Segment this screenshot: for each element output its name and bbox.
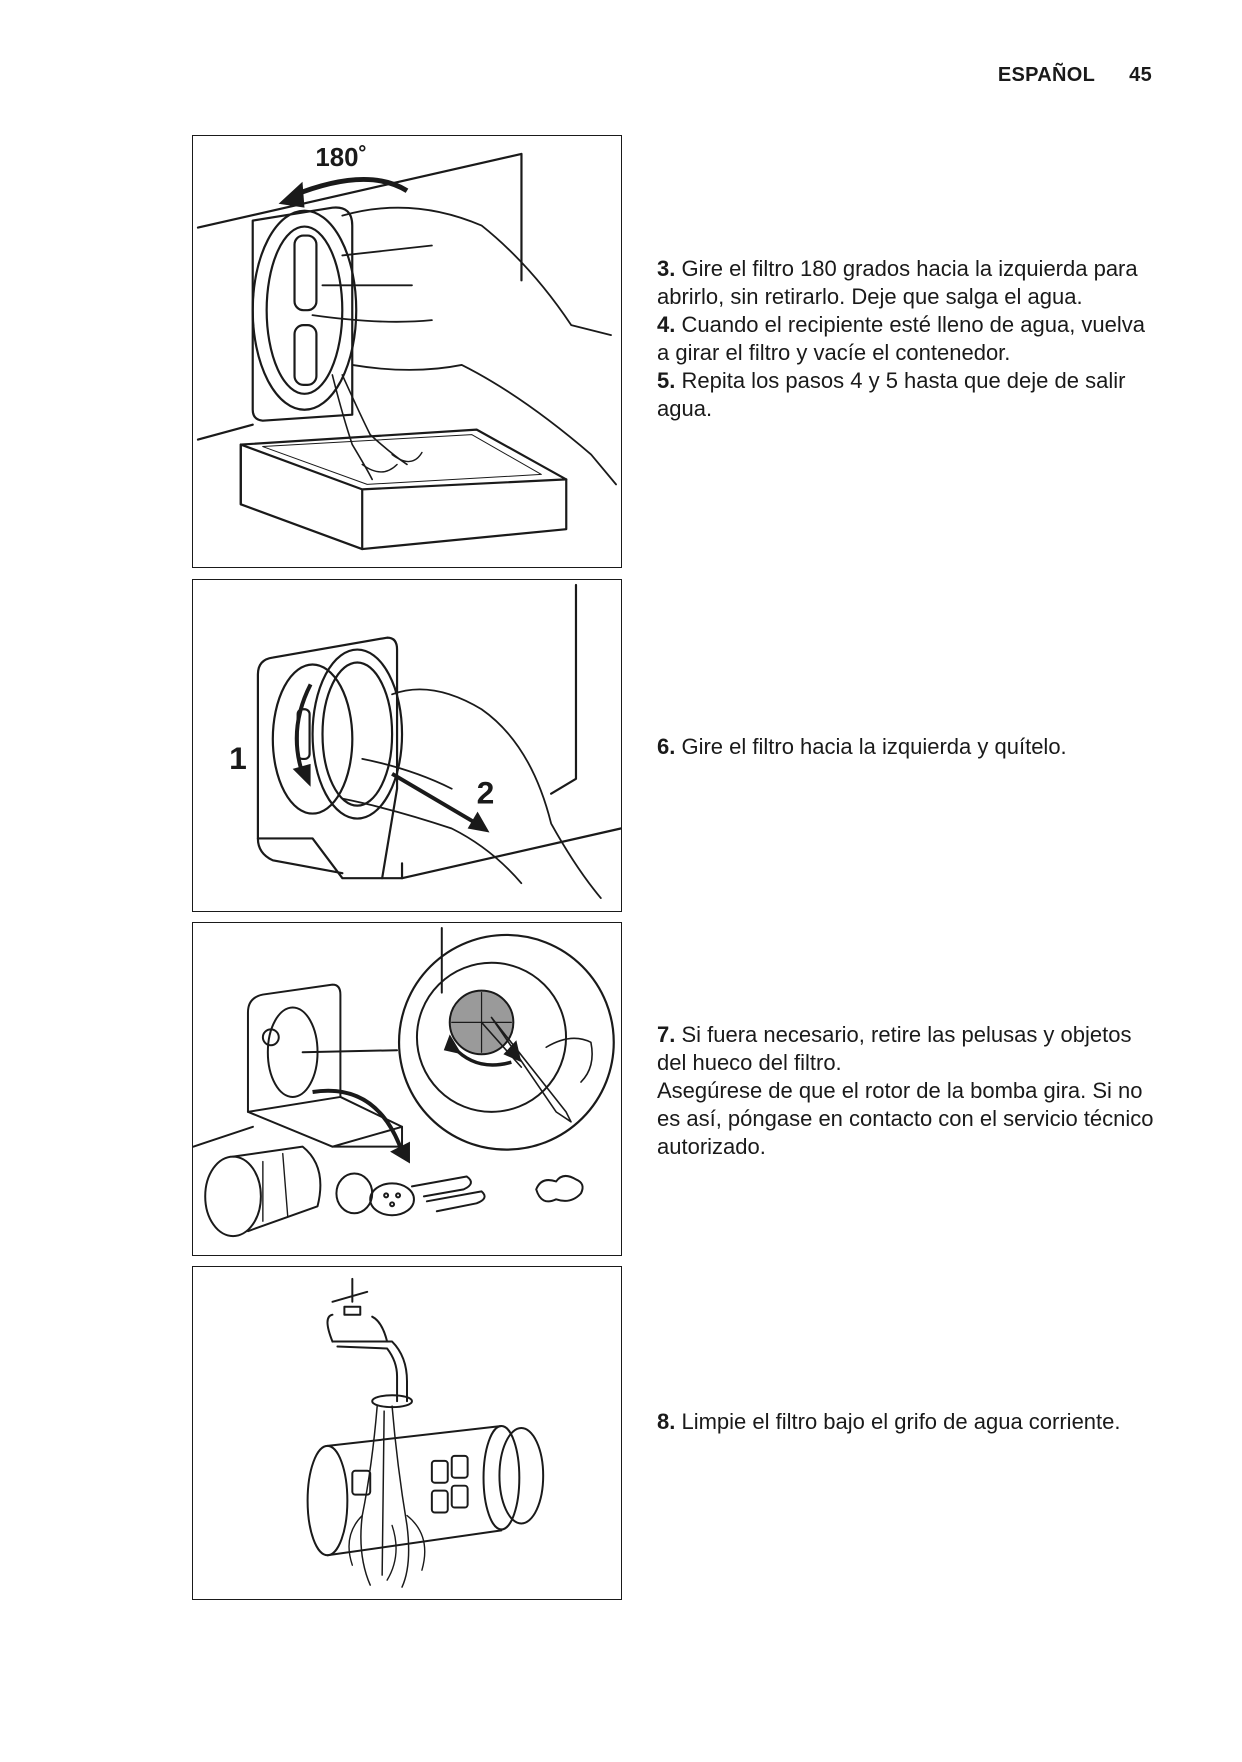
clean-opening-illustration [193, 926, 615, 1238]
step-label-1: 1 [229, 740, 247, 776]
step-7-text: 7. Si fuera necesario, retire las pelusa… [657, 1021, 1157, 1161]
figure-open-filter: 180˚ [192, 135, 622, 568]
steps-3-5-text: 3. Gire el filtro 180 grados hacia la iz… [657, 255, 1157, 423]
step-6: 6. Gire el filtro hacia la izquierda y q… [657, 734, 1067, 759]
figure-clean-opening [192, 922, 622, 1256]
step-4: 4. Cuando el recipiente esté lleno de ag… [657, 312, 1146, 365]
page-header: ESPAÑOL 45 [998, 64, 1152, 87]
figure-rinse-filter [192, 1266, 622, 1600]
step-8: 8. Limpie el filtro bajo el grifo de agu… [657, 1409, 1121, 1434]
step-7: 7. Si fuera necesario, retire las pelusa… [657, 1022, 1132, 1075]
figure-remove-filter: 1 2 [192, 579, 622, 912]
language-label: ESPAÑOL [997, 64, 1096, 86]
angle-label: 180˚ [315, 144, 367, 172]
step-label-2: 2 [477, 775, 495, 811]
step-5: 5. Repita los pasos 4 y 5 hasta que deje… [657, 368, 1126, 421]
rinse-filter-illustration [306, 1277, 545, 1588]
step-7-note: Asegúrese de que el rotor de la bomba gi… [657, 1078, 1154, 1159]
step-6-text: 6. Gire el filtro hacia la izquierda y q… [657, 733, 1157, 761]
open-filter-illustration: 180˚ [196, 144, 617, 551]
remove-filter-illustration: 1 2 [229, 583, 621, 899]
page-number: 45 [1129, 64, 1152, 86]
step-8-text: 8. Limpie el filtro bajo el grifo de agu… [657, 1408, 1157, 1436]
step-3: 3. Gire el filtro 180 grados hacia la iz… [657, 256, 1138, 309]
